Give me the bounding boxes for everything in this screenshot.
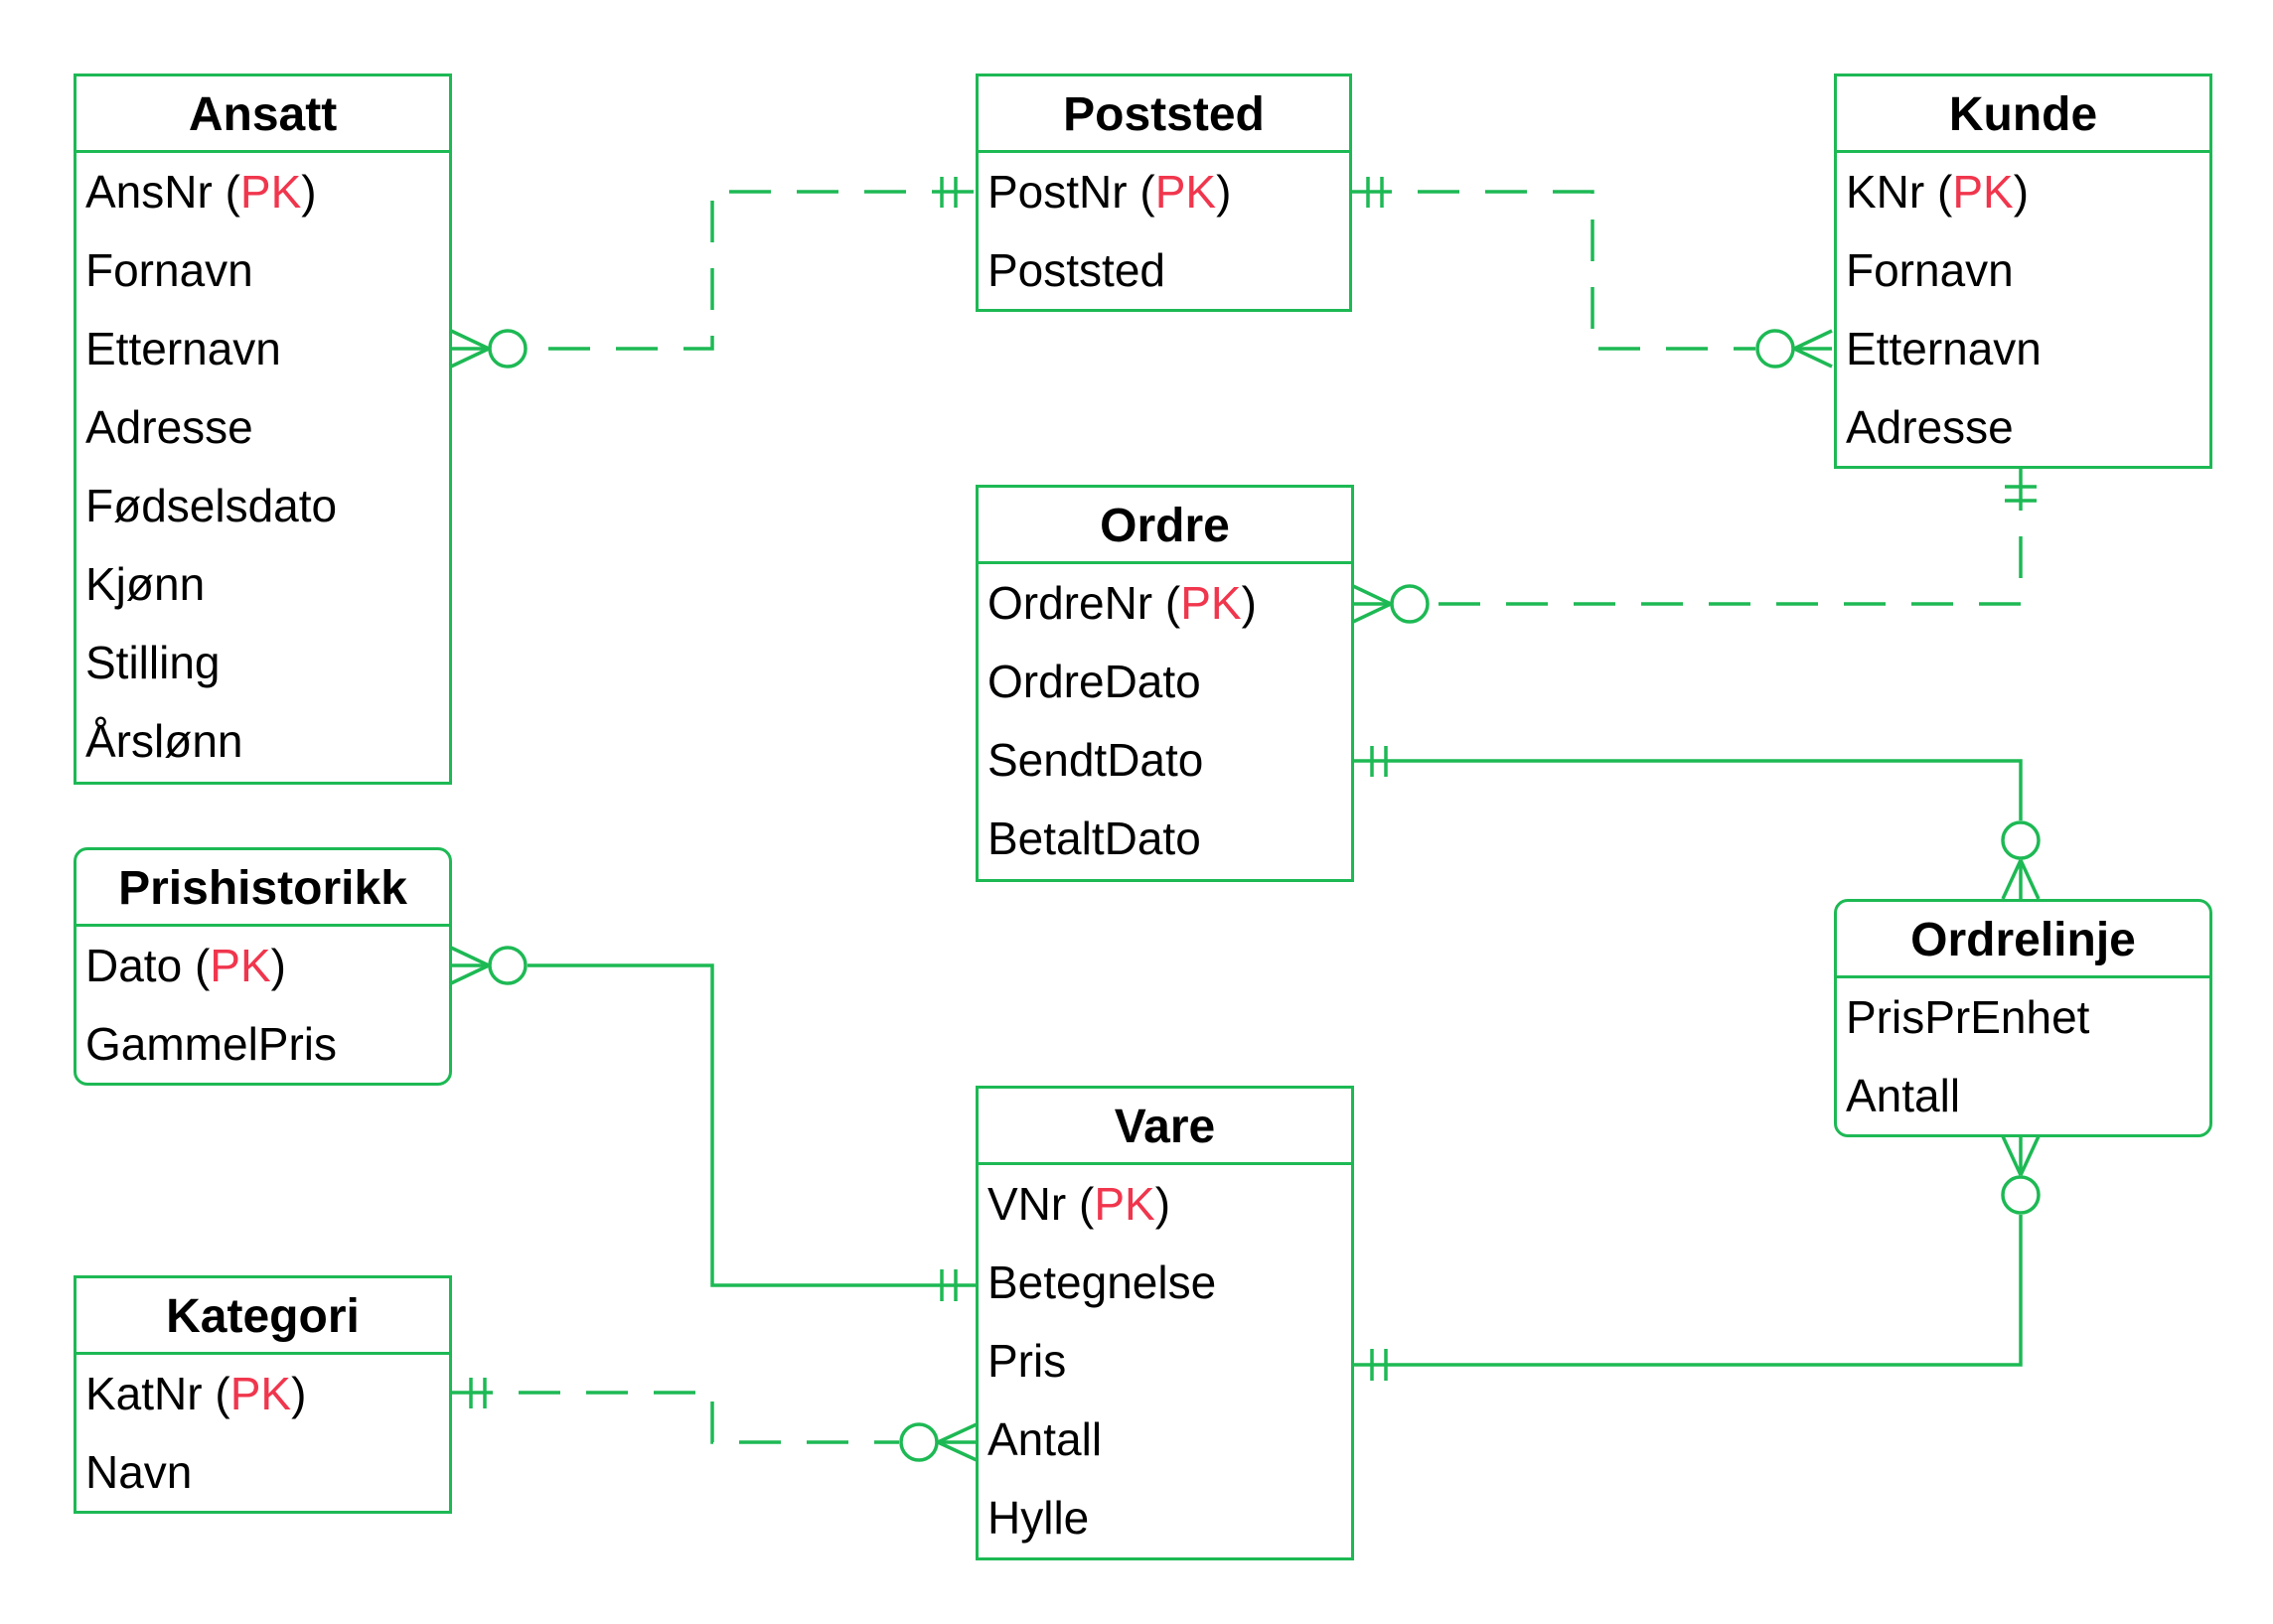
- entity-poststed: Poststed PostNr (PK) Poststed: [976, 74, 1352, 312]
- entity-ordre: Ordre OrdreNr (PK) OrdreDato SendtDato B…: [976, 485, 1354, 882]
- attribute-name: OrdreNr: [987, 577, 1153, 629]
- pk-marker: PK: [210, 940, 271, 991]
- attribute: Fornavn: [85, 244, 253, 296]
- attribute: Antall: [987, 1413, 1103, 1465]
- zero-many-marker: [2001, 820, 2041, 900]
- zero-many-marker: [450, 946, 528, 985]
- attribute: GammelPris: [85, 1018, 338, 1070]
- attribute: KNr (PK): [1846, 166, 2030, 218]
- attribute: OrdreNr (PK): [987, 577, 1257, 629]
- zero-many-marker: [2001, 1135, 2041, 1215]
- attribute: Navn: [85, 1446, 193, 1498]
- relationship-kategori-vare: [451, 1378, 978, 1462]
- one-marker: [940, 1269, 958, 1301]
- attribute: Fornavn: [1846, 244, 2014, 296]
- entity-vare: Vare VNr (PK) Betegnelse Pris Antall Hyl…: [976, 1086, 1354, 1560]
- zero-many-marker: [899, 1422, 978, 1462]
- attribute: Adresse: [1846, 401, 2014, 453]
- relationship-poststed-kunde: [1350, 177, 1833, 369]
- attribute: OrdreDato: [987, 656, 1201, 707]
- attribute: SendtDato: [987, 734, 1204, 786]
- one-marker: [1370, 746, 1388, 777]
- pk-marker: PK: [229, 1368, 292, 1419]
- attribute: KatNr (PK): [85, 1368, 307, 1419]
- attribute: Poststed: [987, 244, 1165, 296]
- attribute-name: KatNr: [85, 1368, 203, 1419]
- entity-title: Ordrelinje: [1837, 902, 2209, 978]
- attribute: Antall: [1846, 1070, 1961, 1121]
- entity-title: Kunde: [1837, 76, 2209, 153]
- zero-many-marker: [1352, 584, 1430, 624]
- entity-kategori: Kategori KatNr (PK) Navn: [74, 1275, 452, 1514]
- entity-prishistorikk: Prishistorikk Dato (PK) GammelPris: [74, 847, 452, 1086]
- attribute: Kjønn: [85, 558, 206, 610]
- pk-marker: PK: [1180, 577, 1242, 629]
- one-marker: [940, 177, 958, 208]
- entity-ordrelinje: Ordrelinje PrisPrEnhet Antall: [1834, 899, 2212, 1137]
- attribute-name: KNr: [1846, 166, 1925, 218]
- entity-title: Ansatt: [76, 76, 449, 153]
- attribute: PostNr (PK): [987, 166, 1232, 218]
- attribute: BetaltDato: [987, 812, 1201, 864]
- pk-marker: PK: [1094, 1178, 1155, 1230]
- entity-ansatt: Ansatt AnsNr (PK) Fornavn Etternavn Adre…: [74, 74, 452, 785]
- attribute: VNr (PK): [987, 1178, 1171, 1230]
- relationship-poststed-ansatt: [450, 177, 974, 369]
- attribute: Betegnelse: [987, 1256, 1217, 1308]
- entity-title: Poststed: [979, 76, 1349, 153]
- attribute: Hylle: [987, 1492, 1090, 1544]
- attribute: Fødselsdato: [85, 480, 338, 531]
- attribute: Pris: [987, 1335, 1067, 1387]
- attribute: Årslønn: [85, 715, 243, 767]
- attribute: Dato (PK): [85, 940, 286, 991]
- entity-title: Ordre: [979, 488, 1351, 564]
- attribute: Etternavn: [1846, 323, 2042, 374]
- attribute: Adresse: [85, 401, 253, 453]
- entity-title: Vare: [979, 1089, 1351, 1165]
- attribute: Etternavn: [85, 323, 281, 374]
- pk-marker: PK: [1154, 166, 1217, 218]
- one-marker: [1366, 177, 1384, 208]
- attribute-name: AnsNr: [85, 166, 213, 218]
- entity-title: Prishistorikk: [76, 850, 449, 927]
- attribute-name: VNr: [987, 1178, 1067, 1230]
- zero-many-marker: [1755, 329, 1833, 369]
- attribute-name: PostNr: [987, 166, 1128, 218]
- attribute: Stilling: [85, 637, 221, 688]
- relationship-ordre-ordrelinje: [1353, 746, 2041, 900]
- relationship-vare-prishistorikk: [450, 946, 977, 1301]
- attribute: PrisPrEnhet: [1846, 991, 2090, 1043]
- pk-marker: PK: [239, 166, 302, 218]
- attribute: AnsNr (PK): [85, 166, 317, 218]
- one-marker: [1370, 1349, 1388, 1381]
- relationship-kunde-ordre: [1352, 469, 2037, 624]
- entity-title: Kategori: [76, 1278, 449, 1355]
- entity-kunde: Kunde KNr (PK) Fornavn Etternavn Adresse: [1834, 74, 2212, 469]
- one-marker: [469, 1378, 487, 1408]
- attribute-name: Dato: [85, 940, 183, 991]
- one-marker: [2005, 485, 2037, 503]
- relationship-vare-ordrelinje: [1353, 1135, 2041, 1381]
- pk-marker: PK: [1952, 166, 2014, 218]
- zero-many-marker: [450, 329, 528, 369]
